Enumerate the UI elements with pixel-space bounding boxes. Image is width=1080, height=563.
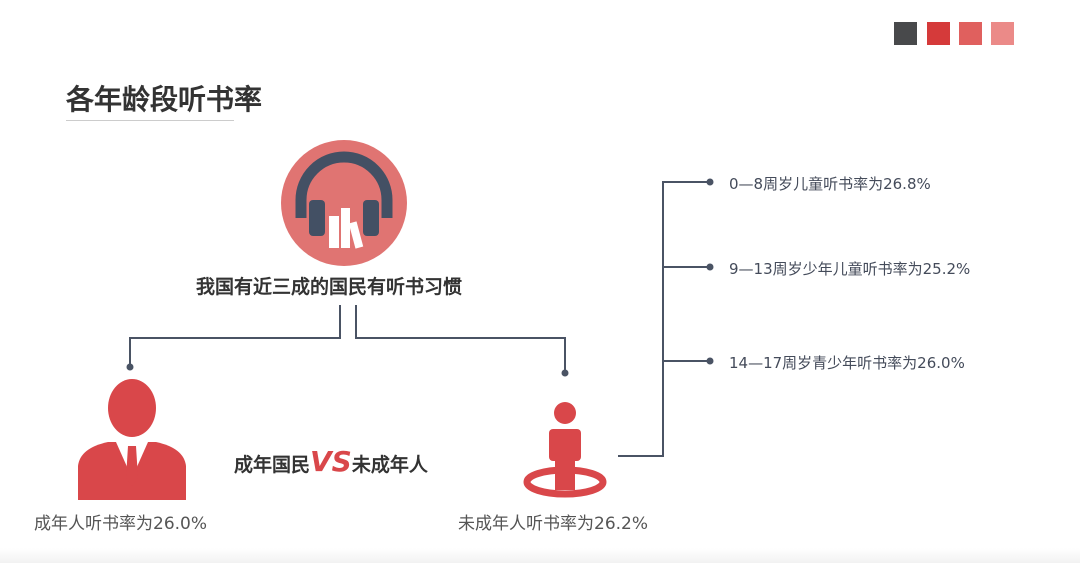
adult-person-icon (78, 379, 186, 500)
breakdown-item: 9—13周岁少年儿童听书率为25.2% (729, 260, 971, 278)
palette-swatch-2 (927, 22, 950, 45)
title-underline (66, 120, 234, 121)
palette-swatch-1 (894, 22, 917, 45)
minor-rate-label: 未成年人听书率为26.2% (458, 514, 649, 534)
headline: 我国有近三成的国民有听书习惯 (196, 276, 463, 298)
minor-person-icon (523, 402, 607, 498)
bottom-shadow (0, 548, 1080, 563)
palette-swatch-3 (959, 22, 982, 45)
breakdown-item: 0—8周岁儿童听书率为26.8% (729, 175, 931, 193)
comparison-heading: 成年国民VS未成年人 (234, 445, 428, 478)
palette-swatch-4 (991, 22, 1014, 45)
headphones-books-icon (281, 140, 407, 266)
page-title: 各年龄段听书率 (66, 83, 263, 116)
adult-rate-label: 成年人听书率为26.0% (34, 514, 208, 534)
breakdown-item: 14—17周岁青少年听书率为26.0% (729, 354, 965, 372)
